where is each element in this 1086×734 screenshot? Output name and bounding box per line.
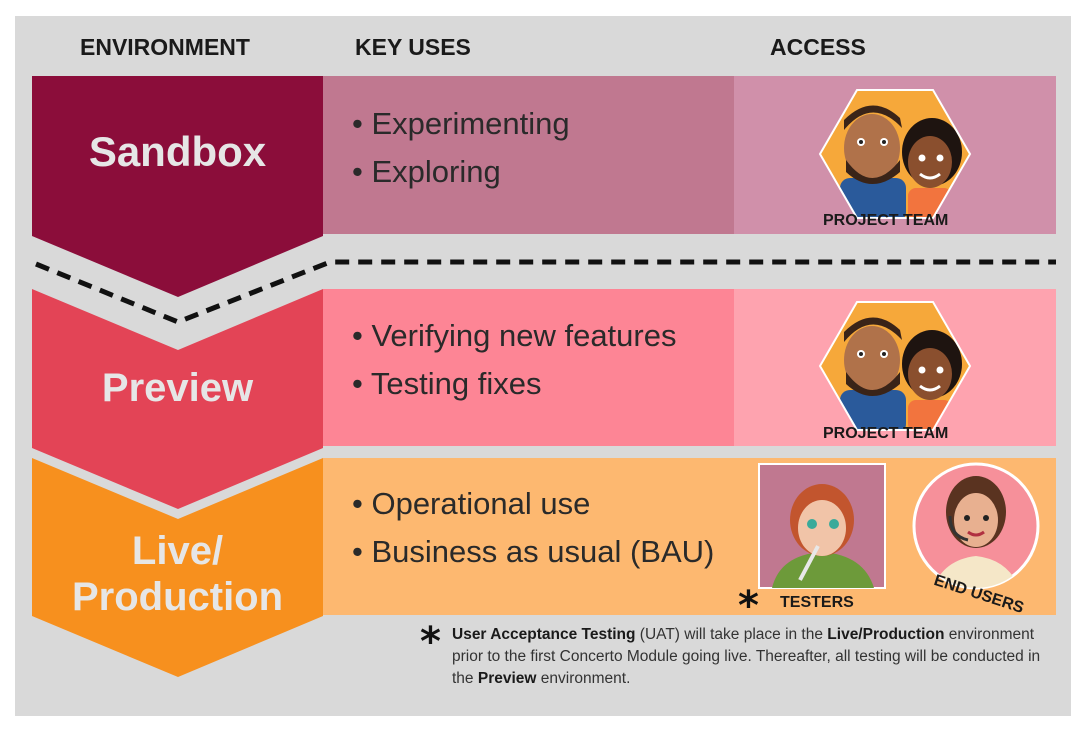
preview-access-caption: PROJECT TEAM	[823, 425, 949, 442]
note-uat-bold: User Acceptance Testing	[452, 626, 636, 643]
list-item: • Experimenting	[352, 106, 570, 141]
note-mid: environment prior to the first Concerto …	[452, 626, 1041, 687]
sandbox-label: Sandbox	[88, 128, 267, 175]
note-uat-rest: (UAT) will take place in the	[635, 626, 828, 643]
note-preview-bold: Preview	[477, 670, 537, 687]
preview-uses-band	[323, 289, 734, 446]
preview-uses: • Verifying new features • Testing fixes	[352, 312, 676, 408]
sandbox-chevron	[32, 76, 323, 297]
preview-chevron	[32, 289, 323, 509]
list-item: • Business as usual (BAU)	[352, 534, 715, 569]
sandbox-uses: • Experimenting • Exploring	[352, 100, 570, 196]
live-chevron	[32, 458, 323, 677]
project-team-hex-border	[818, 89, 972, 219]
uat-footnote: User Acceptance Testing (UAT) will take …	[452, 624, 1052, 690]
tester-asterisk: *	[738, 583, 759, 629]
header-access: ACCESS	[770, 34, 866, 60]
preview-label: Preview	[101, 366, 254, 410]
live-uses: • Operational use • Business as usual (B…	[352, 480, 714, 576]
list-item: • Operational use	[352, 486, 591, 521]
project-team-hex-border	[818, 301, 972, 431]
testers-caption: TESTERS	[780, 594, 854, 611]
note-end: environment.	[536, 670, 631, 687]
live-label-line2: Production	[71, 575, 284, 619]
live-production-label: Live/ Production	[32, 528, 323, 620]
list-item: • Testing fixes	[352, 366, 542, 401]
note-live-bold: Live/Production	[827, 626, 945, 643]
header-key-uses: KEY USES	[355, 34, 471, 60]
note-asterisk: *	[420, 619, 441, 665]
sandbox-access-caption: PROJECT TEAM	[823, 212, 949, 229]
live-label-line1: Live/	[131, 529, 224, 573]
list-item: • Exploring	[352, 154, 501, 189]
header-environment: ENVIRONMENT	[80, 34, 250, 60]
sandbox-uses-band	[323, 76, 734, 234]
tester-icon	[758, 463, 886, 589]
separator-dashed-line	[35, 259, 1056, 325]
list-item: • Verifying new features	[352, 318, 677, 353]
